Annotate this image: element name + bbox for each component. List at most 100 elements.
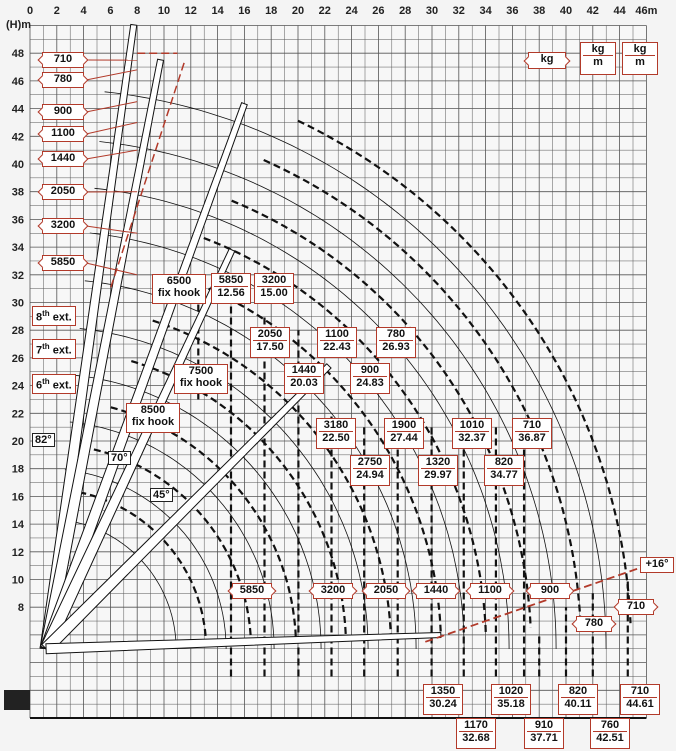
pair-m: 26.93 [382,341,410,353]
y-tick-label: 48 [12,48,24,60]
ext8-num: 8 [36,311,43,324]
ext-red-slope [109,62,185,289]
leader-line [85,225,138,234]
x-tick-label: 18 [265,5,277,17]
x-tick-label: 28 [399,5,411,17]
x-tick-label: 26 [372,5,384,17]
x-tick-label: 44 [613,5,626,17]
pair-kg: 1320 [425,456,451,468]
fixhook-8500-load: 8500 [140,404,166,416]
fixhook-6500-label: fix hook [157,287,201,299]
x-tick-label: 32 [453,5,465,17]
left-load-5850: 5850 [42,255,84,271]
pair-kg: 710 [630,685,650,697]
reach-arc-dashed [110,406,297,641]
y-tick-label: 10 [12,575,24,587]
pair-m: 35.18 [497,698,525,710]
pair-m: 27.44 [390,432,418,444]
reach-arc-dashed [203,236,487,634]
x-tick-label: 12 [185,5,197,17]
y-tick-label: 30 [12,298,24,310]
leader-line [85,149,138,160]
x-tick-label: 34 [479,5,492,17]
low-load-1100: 1100 [470,583,510,599]
pair-m: 29.97 [424,469,452,481]
pair-kg: 1020 [498,685,524,697]
pair-m: 22.43 [323,341,351,353]
left-load-3200: 3200 [42,218,84,234]
pair-kg: 910 [534,719,554,731]
reach-arc-dashed [263,159,582,631]
y-tick-label: 14 [12,519,25,531]
low-load-5850: 5850 [232,583,272,599]
pair-m: 24.83 [356,377,384,389]
x-tick-label: 14 [211,5,224,17]
reach-arc-dashed [177,275,442,632]
pair-m: 30.24 [429,698,457,710]
y-tick-label: 18 [12,464,24,476]
x-tick-label: 36 [506,5,518,17]
ext6-text: ext. [49,379,72,392]
x-tick-label: 40 [560,5,572,17]
leader-line [85,262,138,276]
pair-kg: 3180 [323,419,349,431]
pair-m: 37.71 [530,732,558,744]
pair-kg: 1100 [325,328,349,340]
ext7-sup: th [42,342,50,351]
pair-m: 32.68 [462,732,490,744]
x-tick-label: 30 [426,5,438,17]
y-tick-label: 36 [12,214,24,226]
pair-m: 20.03 [290,377,318,389]
y-tick-label: 44 [12,104,25,116]
ext-label-7: 7th ext. [32,339,76,359]
leader-line [85,69,138,81]
x-tick-label: 8 [134,5,140,17]
pair-m: 12.56 [217,287,245,299]
ext7-num: 7 [36,344,43,357]
low-load-900: 900 [530,583,570,599]
angle-82: 82° [32,433,55,447]
x-tick-label: 6 [107,5,113,17]
pair-kg: 1900 [391,419,417,431]
pair-kg: 760 [600,719,620,731]
legend-kgm-1-kg: kg [591,43,605,55]
left-load-710: 710 [42,52,84,68]
y-tick-label: 20 [12,436,24,448]
crane-base [4,690,30,710]
pair-kg: 2050 [257,328,283,340]
y-tick-label: 38 [12,187,24,199]
leader-line [85,121,138,135]
pair-kg: 710 [522,419,542,431]
fixhook-8500-label: fix hook [131,416,175,428]
y-tick-label: 24 [12,381,25,393]
pair-m: 42.51 [596,732,624,744]
x-tick-label: 42 [587,5,599,17]
low-load-780: 780 [576,616,612,632]
fixhook-7500-label: fix hook [179,377,223,389]
angle-70: 70° [108,451,131,465]
ext-label-8: 8th ext. [32,306,76,326]
ext8-sup: th [42,309,50,318]
y-tick-label: 40 [12,159,24,171]
x-tick-label: 10 [158,5,170,17]
x-tick-label: 4 [81,5,88,17]
left-load-1440: 1440 [42,151,84,167]
pair-m: 34.77 [490,469,518,481]
legend-kgm-2-m: m [635,56,645,68]
